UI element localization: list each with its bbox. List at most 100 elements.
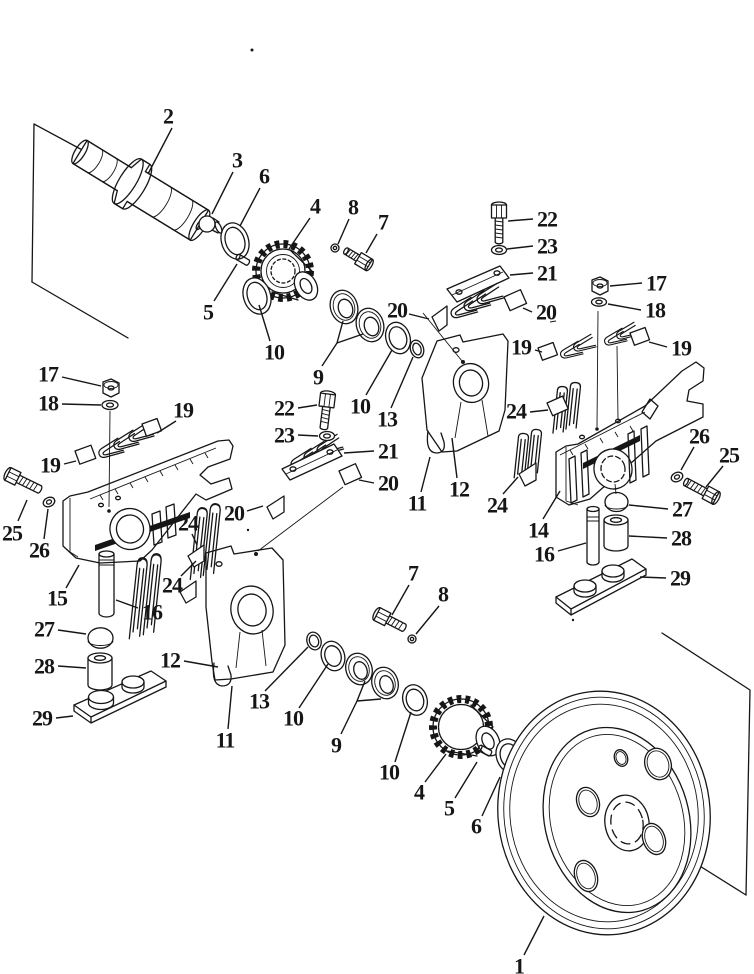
callout-label: 5 bbox=[444, 796, 455, 821]
part-nut-17-left bbox=[102, 378, 120, 398]
callout-leader bbox=[609, 282, 643, 287]
part-plate-21-top bbox=[446, 265, 510, 303]
callout-leader bbox=[63, 460, 77, 465]
part-yoke-left bbox=[62, 439, 234, 564]
part-oring-6-top bbox=[220, 222, 250, 260]
callout-leader bbox=[213, 263, 238, 302]
callout-leader bbox=[390, 356, 414, 409]
callout-label: 22 bbox=[274, 396, 295, 421]
callout-leader bbox=[534, 349, 543, 353]
callout-leader bbox=[365, 233, 378, 254]
part-bolt-25-left bbox=[3, 466, 43, 494]
callout-leader bbox=[542, 490, 561, 520]
part-shaft bbox=[71, 139, 211, 242]
callout-leader bbox=[343, 450, 375, 454]
callout-label: 16 bbox=[142, 600, 163, 625]
callout-leader bbox=[55, 715, 74, 719]
callout-label: 19 bbox=[511, 335, 532, 360]
callout-leader bbox=[454, 761, 478, 799]
part-pin-16-right bbox=[586, 505, 600, 566]
callout-leader bbox=[211, 171, 234, 215]
callout-leader bbox=[239, 187, 261, 227]
callout-label: 21 bbox=[378, 439, 398, 464]
callout-label: 2 bbox=[163, 104, 174, 129]
callout-label: 13 bbox=[377, 407, 398, 432]
part-plug-8-bottom bbox=[407, 634, 417, 644]
part-plate-21-left bbox=[281, 443, 343, 481]
callout-label: 24 bbox=[178, 511, 199, 536]
callout-label: 21 bbox=[537, 261, 557, 286]
callout-label: 20 bbox=[378, 471, 399, 496]
callout-leader bbox=[358, 479, 375, 484]
callout-leader bbox=[557, 542, 587, 552]
callout-label: 6 bbox=[471, 814, 482, 839]
callout-label: 18 bbox=[645, 298, 666, 323]
callout-label: 20 bbox=[536, 300, 557, 325]
callout-leader bbox=[509, 272, 534, 276]
callout-leader bbox=[17, 499, 28, 522]
part-yoke-right bbox=[555, 361, 705, 506]
part-shims-20-upper bbox=[431, 282, 528, 332]
callout-label: 15 bbox=[47, 586, 68, 611]
callout-leader bbox=[507, 218, 534, 222]
callout-leader bbox=[356, 698, 382, 702]
callout-label: 7 bbox=[408, 561, 419, 586]
callout-leader bbox=[65, 564, 80, 589]
callout-label: 7 bbox=[378, 210, 389, 235]
callout-leader bbox=[680, 446, 695, 471]
callout-leader bbox=[258, 304, 271, 342]
part-washer-18-left bbox=[101, 399, 119, 411]
part-plug-27-left bbox=[87, 627, 114, 649]
part-washer-23-left bbox=[318, 430, 336, 442]
callout-label: 27 bbox=[34, 617, 55, 642]
callout-leader bbox=[288, 217, 311, 250]
callout-leader bbox=[394, 711, 412, 763]
part-bracket-right bbox=[421, 333, 509, 454]
callout-leader bbox=[523, 915, 545, 956]
part-shims-24-left bbox=[128, 502, 222, 641]
callout-label: 12 bbox=[449, 477, 470, 502]
callout-label: 23 bbox=[537, 234, 558, 259]
callout-leader bbox=[61, 376, 102, 387]
callout-label: 10 bbox=[264, 340, 285, 365]
part-pin-5-top bbox=[235, 253, 251, 266]
assembly-lines bbox=[108, 310, 619, 552]
callout-leader bbox=[607, 303, 642, 311]
callout-leader bbox=[264, 646, 309, 692]
callout-label: 12 bbox=[160, 648, 181, 673]
part-seal-group-bottom bbox=[306, 631, 429, 716]
callout-label: 1 bbox=[514, 954, 524, 974]
callout-leader bbox=[365, 349, 393, 396]
part-bushing-28-left bbox=[87, 652, 113, 691]
callout-label: 29 bbox=[32, 706, 53, 731]
callout-leader bbox=[522, 307, 533, 313]
callout-label: 29 bbox=[670, 566, 691, 591]
callout-label: 25 bbox=[2, 521, 23, 546]
callout-label: 16 bbox=[534, 542, 555, 567]
part-shims-19-left bbox=[74, 417, 163, 465]
callout-leader bbox=[147, 127, 173, 175]
callout-leader bbox=[227, 685, 233, 730]
callout-label: 11 bbox=[408, 491, 427, 516]
callout-leader bbox=[156, 420, 177, 434]
part-shims-24-right bbox=[513, 381, 582, 487]
callout-label: 24 bbox=[487, 493, 508, 518]
callout-label: 19 bbox=[40, 453, 61, 478]
callout-label: 17 bbox=[646, 271, 667, 296]
callout-label: 24 bbox=[162, 573, 183, 598]
part-plug-8-top bbox=[330, 243, 340, 253]
callout-leader bbox=[415, 605, 440, 635]
callout-leader bbox=[639, 576, 667, 579]
callout-leader bbox=[321, 320, 344, 367]
part-washer-26-left bbox=[42, 496, 56, 508]
callout-leader bbox=[529, 409, 549, 413]
part-seal-group-top bbox=[242, 277, 425, 359]
callout-label: 5 bbox=[203, 300, 214, 325]
callout-label: 24 bbox=[506, 399, 527, 424]
part-shims-19-right bbox=[537, 321, 651, 363]
part-bushing-28-right bbox=[603, 514, 629, 552]
callout-label: 9 bbox=[313, 365, 324, 390]
callout-label: 10 bbox=[283, 706, 304, 731]
